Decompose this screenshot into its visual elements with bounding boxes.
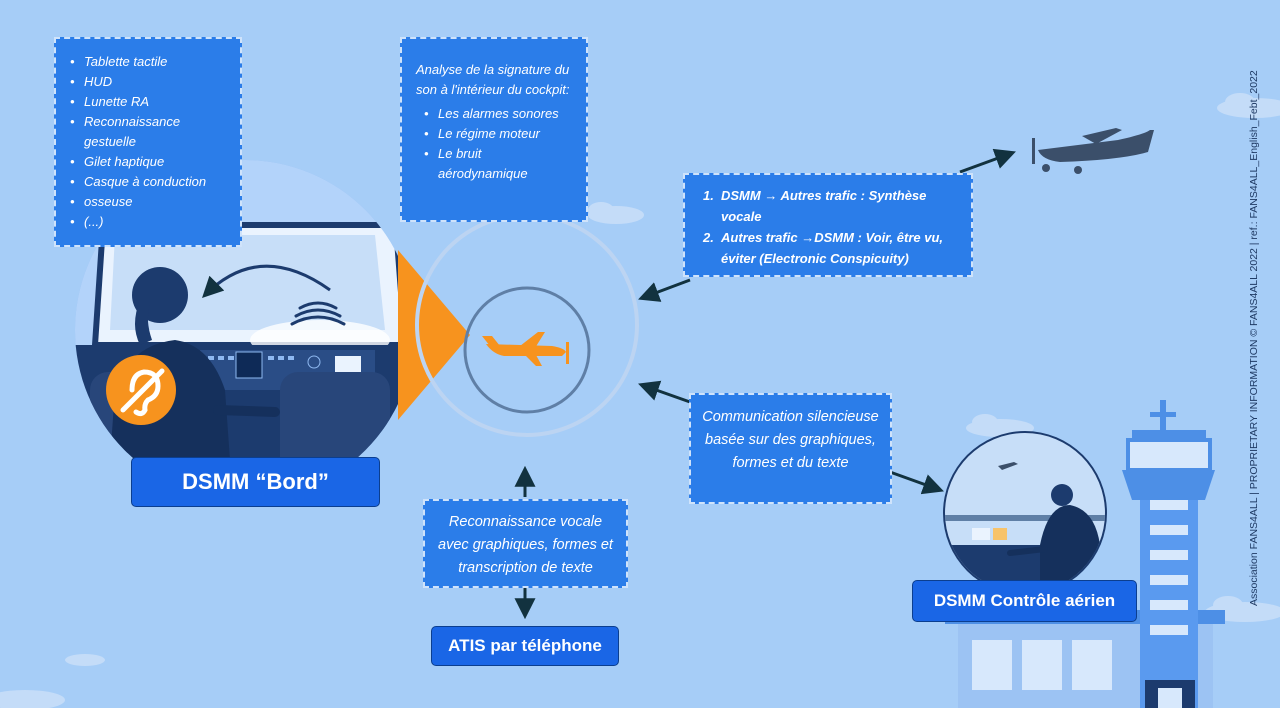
airplane-icon (482, 332, 569, 366)
traffic-exchange-item: 1.DSMM → Autres trafic : Synthèse vocale (703, 188, 927, 224)
equipment-item: (...) (68, 212, 228, 232)
hearing-impaired-icon (106, 355, 176, 425)
copyright-footer: Association FANS4ALL | PROPRIETARY INFOR… (1248, 70, 1260, 606)
sound-signature-item: Le régime moteur (422, 124, 572, 144)
equipment-item: osseuse (68, 192, 228, 212)
traffic-exchange-list: 1.DSMM → Autres trafic : Synthèse vocale… (703, 185, 955, 269)
equipment-item: HUD (68, 72, 228, 92)
atc-illustration (943, 431, 1107, 595)
equipment-item: Lunette RA (68, 92, 228, 112)
silent-communication-box: Communication silencieuse basée sur des … (689, 393, 892, 504)
flow-arrows (514, 148, 1016, 620)
atis-phone-label: ATIS par téléphone (431, 626, 619, 666)
voice-recognition-box: Reconnaissance vocale avec graphiques, f… (423, 499, 628, 588)
sound-signature-intro: Analyse de la signature du son à l'intér… (416, 62, 570, 97)
silent-communication-text: Communication silencieuse basée sur des … (702, 409, 879, 471)
sound-signature-item: Le bruit aérodynamique (422, 144, 572, 184)
equipment-list: Tablette tactile HUD Lunette RA Reconnai… (68, 52, 228, 232)
voice-recognition-text: Reconnaissance vocale avec graphiques, f… (438, 514, 613, 576)
equipment-item: Tablette tactile (68, 52, 228, 72)
dsmm-atc-label: DSMM Contrôle aérien (912, 580, 1137, 622)
equipment-list-box: Tablette tactile HUD Lunette RA Reconnai… (54, 37, 242, 247)
equipment-item: Gilet haptique (68, 152, 228, 172)
dsmm-bord-label: DSMM “Bord” (131, 457, 380, 507)
traffic-exchange-box: 1.DSMM → Autres trafic : Synthèse vocale… (683, 173, 973, 277)
traffic-exchange-item: 2.Autres trafic →DSMM : Voir, être vu, é… (703, 230, 944, 266)
sound-signature-item: Les alarmes sonores (422, 104, 572, 124)
sound-signature-box: Analyse de la signature du son à l'intér… (400, 37, 588, 222)
sound-signature-list: Les alarmes sonores Le régime moteur Le … (416, 104, 572, 184)
equipment-item: Reconnaissance gestuelle (68, 112, 228, 152)
equipment-item: Casque à conduction (68, 172, 228, 192)
traffic-airplane-icon (1032, 128, 1154, 174)
